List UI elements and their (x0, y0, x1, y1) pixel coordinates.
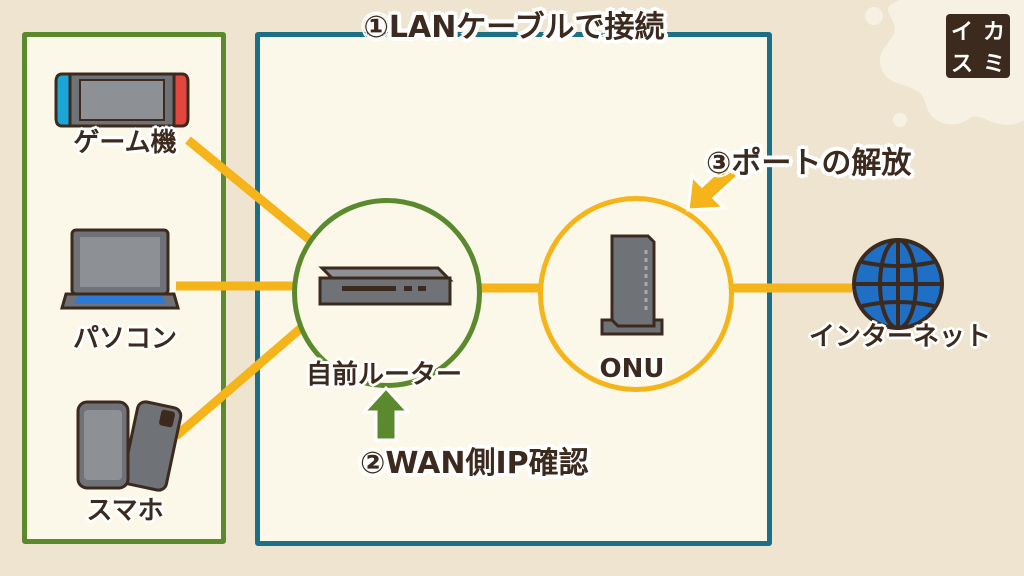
game-console-icon (54, 72, 190, 128)
onu-label: ONU (599, 354, 665, 384)
step2-label: ②WAN側IP確認 (360, 446, 589, 481)
logo-char: カ (982, 20, 1005, 45)
onu-icon (600, 234, 664, 336)
step3-label: ③ポートの解放 (706, 146, 912, 181)
globe-icon (852, 238, 944, 330)
logo-char: ス (950, 52, 973, 77)
smartphone-label: スマホ (86, 496, 164, 526)
arrow-down-left-icon (686, 161, 741, 212)
site-logo: イ カ ス ミ (946, 14, 1010, 78)
line-phone-router (173, 318, 311, 440)
step1-title: ①LANケーブルで接続 (363, 10, 665, 45)
game-console-label: ゲーム機 (73, 128, 177, 158)
arrow-up-icon (362, 386, 410, 442)
laptop-icon (60, 228, 180, 310)
line-game-router (185, 136, 313, 244)
logo-char: イ (950, 20, 973, 45)
smartphone-icon (76, 400, 183, 492)
internet-label: インターネット (808, 322, 991, 352)
router-label: 自前ルーター (305, 360, 462, 390)
logo-char: ミ (982, 52, 1005, 77)
router-icon (318, 266, 454, 306)
pc-label: パソコン (72, 324, 177, 354)
